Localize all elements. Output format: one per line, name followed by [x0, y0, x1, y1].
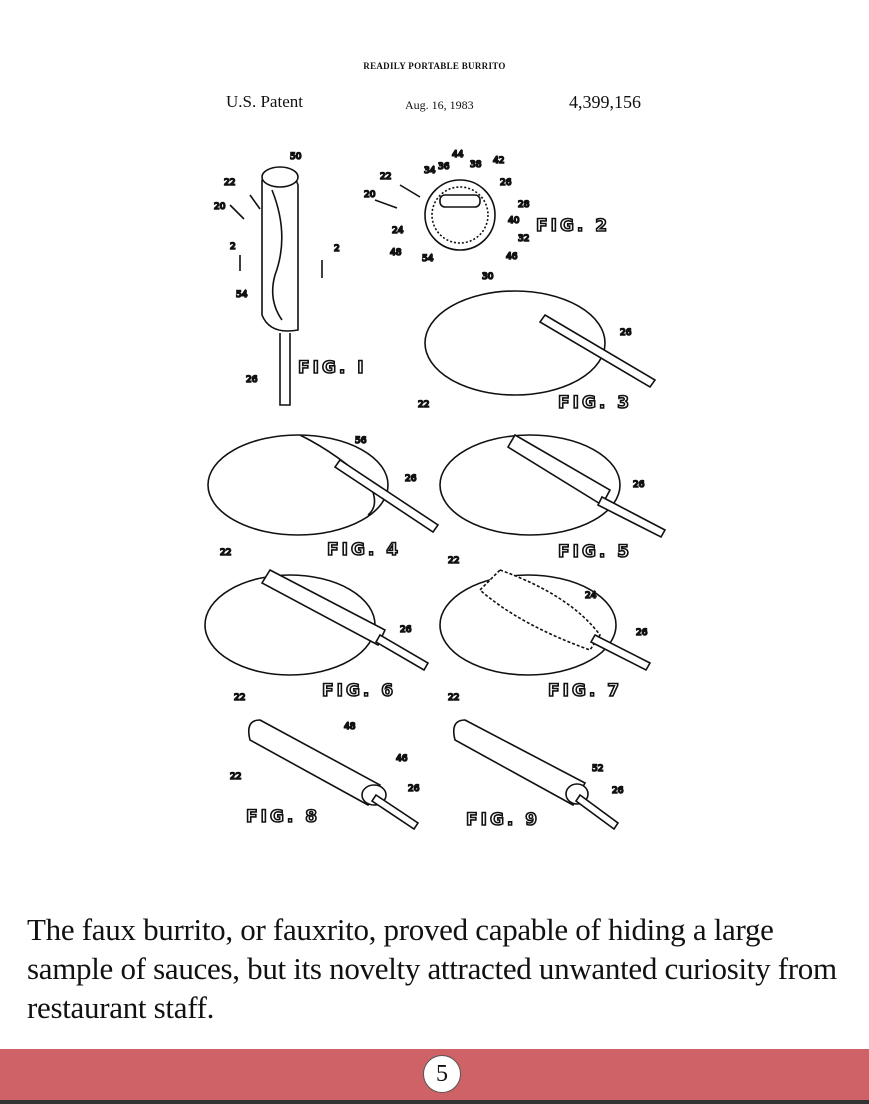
- ref-56: 56: [355, 436, 367, 446]
- ref-26-fig3: 26: [620, 328, 632, 338]
- fig1-label: FIG. I: [298, 358, 367, 378]
- ref-48-fig2: 48: [390, 248, 402, 258]
- ref-44: 44: [452, 150, 464, 160]
- ref-22-fig6: 22: [234, 693, 245, 703]
- ref-26-fig9: 26: [612, 786, 624, 796]
- ref-52: 52: [592, 764, 603, 774]
- ref-48-fig8: 48: [344, 722, 356, 732]
- ref-20-fig1: 20: [214, 202, 226, 212]
- ref-22-fig5: 22: [448, 556, 459, 566]
- ref-50: 50: [290, 152, 302, 162]
- ref-46-fig2: 46: [506, 252, 518, 262]
- ref-32: 32: [518, 234, 529, 244]
- fig2-drawing: [374, 179, 496, 251]
- fig9-label: FIG. 9: [466, 810, 540, 830]
- ref-22-fig7: 22: [448, 693, 459, 703]
- ref-42: 42: [493, 156, 504, 166]
- ref-22-fig4: 22: [220, 548, 231, 558]
- ref-26-fig6: 26: [400, 625, 412, 635]
- patent-label: U.S. Patent: [226, 92, 303, 111]
- fig7-label: FIG. 7: [548, 681, 622, 701]
- ref-26-fig5: 26: [633, 480, 645, 490]
- ref-30: 30: [482, 272, 494, 282]
- ref-22-fig2: 22: [380, 172, 391, 182]
- ref-24-fig2: 24: [392, 226, 404, 236]
- fig4-drawing: [207, 434, 440, 536]
- ref-40: 40: [508, 216, 520, 226]
- fig6-drawing: [204, 568, 430, 676]
- ref-26-fig1: 26: [246, 375, 258, 385]
- fig1-drawing: [229, 166, 323, 406]
- fig7-drawing: [439, 569, 652, 676]
- fig6-label: FIG. 6: [322, 681, 396, 701]
- fig4-label: FIG. 4: [327, 540, 401, 560]
- ref-2a: 2: [230, 242, 236, 252]
- ref-20-fig2: 20: [364, 190, 376, 200]
- ref-54-fig1: 54: [236, 290, 248, 300]
- ref-24-fig7: 24: [585, 591, 597, 601]
- footer-divider: [0, 1100, 869, 1104]
- patent-number: 4,399,156: [569, 92, 641, 112]
- ref-36: 36: [438, 162, 450, 172]
- fig5-label: FIG. 5: [558, 542, 632, 562]
- ref-26-fig2: 26: [500, 178, 512, 188]
- patent-date: Aug. 16, 1983: [405, 98, 474, 112]
- fig8-label: FIG. 8: [246, 807, 320, 827]
- patent-title: READILY PORTABLE BURRITO: [363, 61, 506, 71]
- ref-26-fig4: 26: [405, 474, 417, 484]
- fig9-drawing: [452, 719, 620, 831]
- ref-46-fig8: 46: [396, 754, 408, 764]
- ref-28: 28: [518, 200, 530, 210]
- fig5-drawing: [439, 433, 667, 539]
- ref-26-fig8: 26: [408, 784, 420, 794]
- ref-54-fig2: 54: [422, 254, 434, 264]
- page-number: 5: [423, 1055, 461, 1093]
- caption-text: The faux burrito, or fauxrito, proved ca…: [27, 912, 837, 1025]
- fig3-label: FIG. 3: [558, 393, 632, 413]
- ref-22-fig8: 22: [230, 772, 241, 782]
- fig8-drawing: [247, 719, 420, 831]
- ref-38: 38: [470, 160, 482, 170]
- ref-2b: 2: [334, 244, 340, 254]
- fig3-drawing: [424, 290, 657, 396]
- ref-26-fig7: 26: [636, 628, 648, 638]
- ref-34: 34: [424, 166, 436, 176]
- ref-22-fig1: 22: [224, 178, 235, 188]
- ref-22-fig3: 22: [418, 400, 429, 410]
- fig2-label: FIG. 2: [536, 216, 610, 236]
- patent-drawings: FIG. I 50 22 20 2 2 54 26 FIG. 2 44 34 3…: [204, 149, 667, 831]
